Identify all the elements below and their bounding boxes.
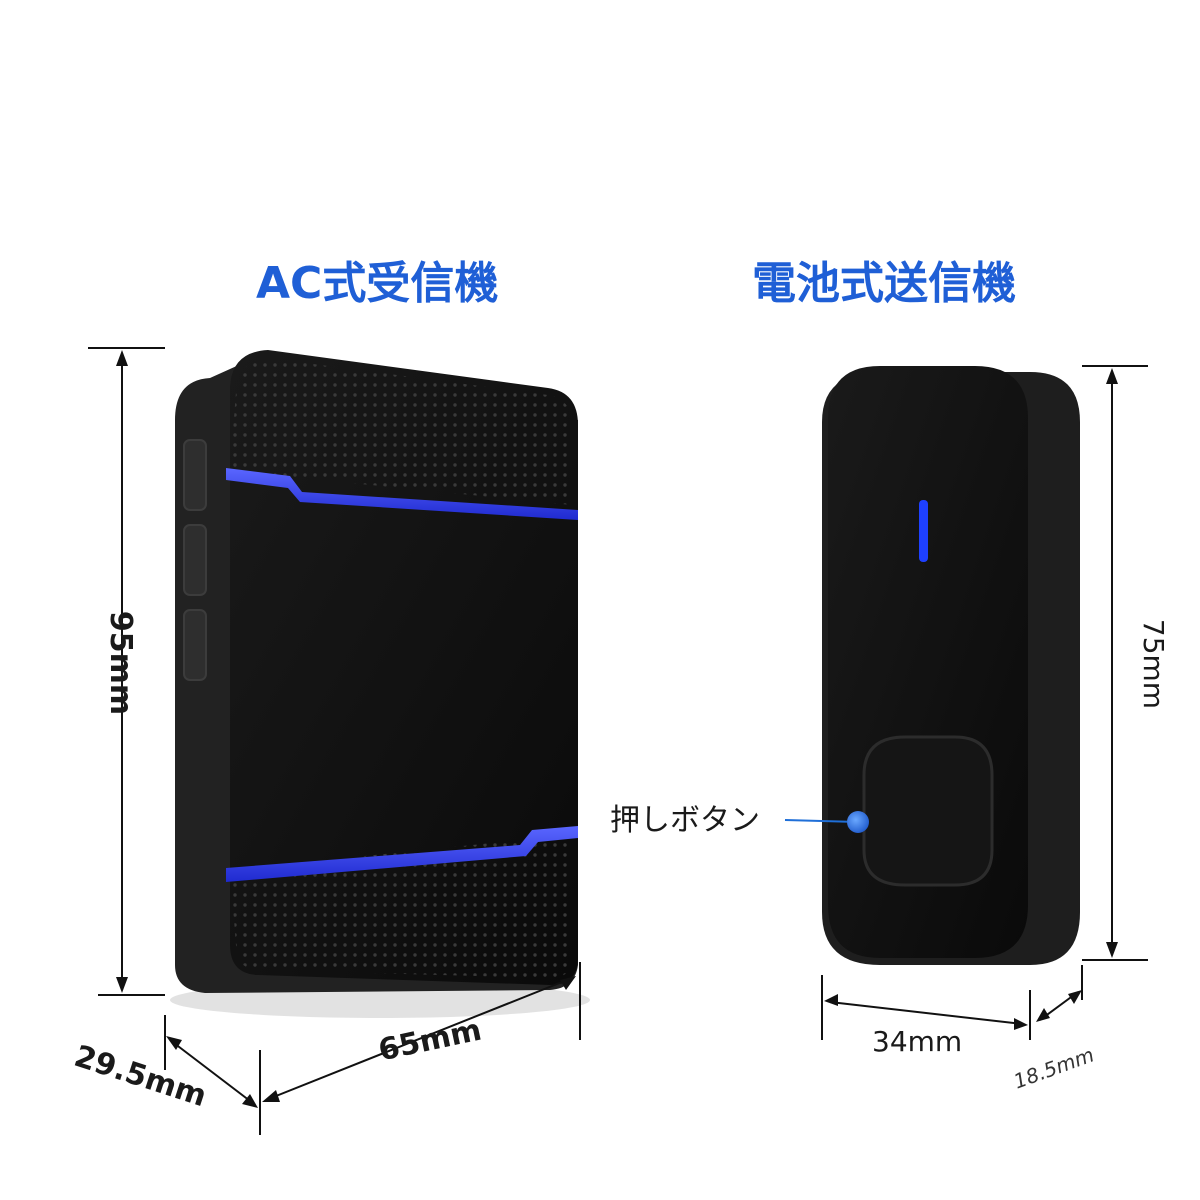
transmitter-depth-arrow-left (1036, 1008, 1050, 1022)
transmitter-push-button (862, 735, 994, 887)
receiver-height-arrow-bottom (116, 977, 128, 993)
battery-transmitter-device (822, 366, 1080, 965)
callout-leader-line (784, 819, 859, 823)
receiver-side-button-1 (183, 439, 207, 511)
receiver-height-arrow-top (116, 350, 128, 366)
receiver-top-blue-stripe (226, 468, 578, 520)
transmitter-width-label: 34mm (872, 1025, 963, 1058)
ac-receiver-device (170, 350, 590, 1018)
transmitter-height-arrow-top (1106, 368, 1118, 384)
receiver-title: AC式受信機 (256, 258, 499, 309)
receiver-width-line (265, 977, 573, 1101)
transmitter-depth-arrow-right (1068, 990, 1082, 1004)
receiver-bottom-blue-stripe (226, 826, 578, 882)
transmitter-width-arrow-right (1014, 1018, 1028, 1030)
transmitter-width-arrow-left (824, 994, 838, 1006)
receiver-depth-arrow-left (166, 1036, 182, 1050)
receiver-width-arrow-left (262, 1090, 280, 1102)
receiver-depth-line (169, 1039, 255, 1105)
receiver-side-button-2 (183, 524, 207, 596)
transmitter-led-indicator (919, 500, 928, 562)
transmitter-height-arrow-bottom (1106, 942, 1118, 958)
receiver-height-label: 95mm (103, 610, 139, 716)
receiver-depth-arrow-right (242, 1094, 258, 1108)
callout-dot (847, 811, 869, 833)
transmitter-width-line (829, 1001, 1023, 1025)
receiver-top-grill (230, 358, 572, 505)
push-button-callout (784, 811, 869, 833)
transmitter-height-label: 75mm (1137, 618, 1171, 710)
dimension-lines (88, 347, 1148, 1135)
receiver-side-button-3 (183, 609, 207, 681)
push-button-label: 押しボタン (610, 803, 760, 838)
receiver-width-arrow-right (560, 976, 576, 990)
transmitter-title: 電池式送信機 (752, 258, 1016, 309)
